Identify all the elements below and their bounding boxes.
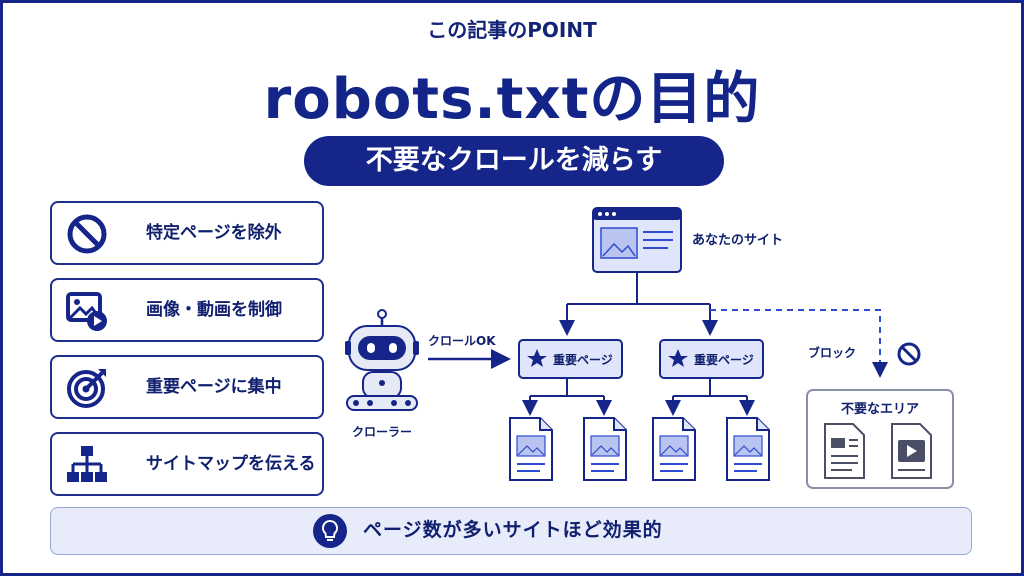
point-card-label: サイトマップを伝える xyxy=(146,454,316,474)
prohibit-icon xyxy=(897,342,921,366)
important-page-label: 重要ページ xyxy=(553,352,613,367)
page-title: robots.txtの目的 xyxy=(263,67,761,132)
point-card-media: 画像・動画を制御 xyxy=(50,278,324,342)
star-icon xyxy=(668,349,688,367)
page-document-icon xyxy=(509,417,553,481)
point-card-label: 画像・動画を制御 xyxy=(146,300,282,320)
lightbulb-icon xyxy=(313,514,347,548)
point-card-exclude: 特定ページを除外 xyxy=(50,201,324,265)
block-label: ブロック xyxy=(808,345,856,360)
tip-text: ページ数が多いサイトほど効果的 xyxy=(363,519,663,541)
unneeded-area-label: 不要なエリア xyxy=(841,402,919,417)
site-window-icon xyxy=(592,207,682,273)
important-page-label: 重要ページ xyxy=(694,352,754,367)
page-document-icon xyxy=(726,417,770,481)
image-video-icon xyxy=(66,292,107,331)
crawler-label: クローラー xyxy=(352,425,412,439)
article-document-icon xyxy=(824,423,865,479)
important-page-node: 重要ページ xyxy=(518,339,623,379)
robot-crawler-icon xyxy=(345,309,419,411)
video-document-icon xyxy=(891,423,932,479)
page-document-icon xyxy=(583,417,627,481)
page-document-icon xyxy=(652,417,696,481)
subtitle-pill: 不要なクロールを減らす xyxy=(304,136,724,186)
block-path xyxy=(710,309,888,378)
sitemap-icon xyxy=(67,446,107,482)
point-card-focus: 重要ページに集中 xyxy=(50,355,324,419)
point-card-sitemap: サイトマップを伝える xyxy=(50,432,324,496)
prohibit-icon xyxy=(67,214,107,254)
point-card-label: 特定ページを除外 xyxy=(146,223,282,243)
tip-banner: ページ数が多いサイトほど効果的 xyxy=(50,507,972,555)
kicker-text: この記事のPOINT xyxy=(427,18,597,42)
target-icon xyxy=(67,369,106,408)
crawl-ok-label: クロールOK xyxy=(428,334,496,348)
point-card-label: 重要ページに集中 xyxy=(146,377,282,397)
site-label: あなたのサイト xyxy=(692,233,783,248)
unneeded-area-box: 不要なエリア xyxy=(806,389,954,489)
star-icon xyxy=(527,349,547,367)
important-page-node: 重要ページ xyxy=(659,339,764,379)
